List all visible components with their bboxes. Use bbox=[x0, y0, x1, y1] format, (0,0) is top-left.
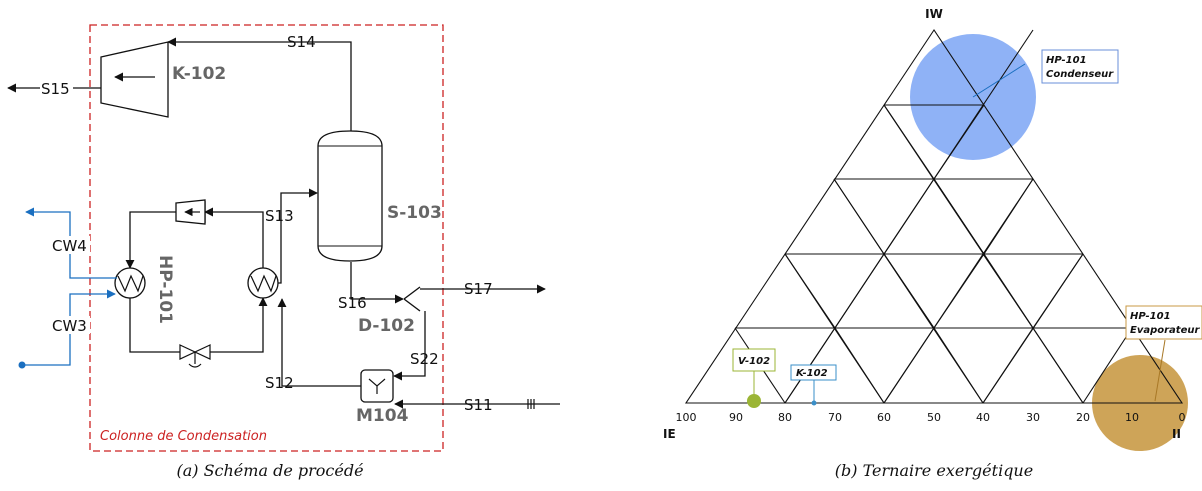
callout-box-v102 bbox=[732, 348, 776, 372]
tick-label: 20 bbox=[1076, 411, 1090, 424]
label-s16: S16 bbox=[338, 294, 367, 312]
cw3-source-dot bbox=[18, 361, 26, 369]
mixer-m104 bbox=[360, 369, 394, 403]
label-s15: S15 bbox=[41, 80, 70, 98]
label-s17: S17 bbox=[464, 280, 493, 298]
callout-condenseur-line1: HP-101 bbox=[1046, 55, 1087, 66]
compressor-k102 bbox=[100, 41, 169, 118]
column-s103 bbox=[317, 130, 383, 262]
label-s13: S13 bbox=[265, 207, 294, 225]
label-d102: D-102 bbox=[358, 316, 415, 336]
label-cw3: CW3 bbox=[52, 317, 87, 335]
corner-label-right: II bbox=[1172, 427, 1181, 441]
label-k102: K-102 bbox=[172, 64, 226, 84]
stream-s16 bbox=[350, 262, 404, 304]
callout-v102: V-102 bbox=[738, 356, 770, 367]
tick-label: 90 bbox=[729, 411, 743, 424]
process-diagram: Colonne de Condensation K-102 S14 S15 S-… bbox=[7, 24, 560, 480]
splitter-d102 bbox=[403, 286, 421, 312]
heat-pump-loop bbox=[125, 199, 268, 368]
label-s14: S14 bbox=[287, 33, 316, 51]
caption-a: (a) Schéma de procédé bbox=[176, 461, 363, 480]
tick-label: 30 bbox=[1026, 411, 1040, 424]
hx-evaporator bbox=[114, 267, 146, 299]
callout-box-condenseur bbox=[1041, 49, 1119, 84]
tick-label: 100 bbox=[676, 411, 697, 424]
tick-label: 50 bbox=[927, 411, 941, 424]
label-s22: S22 bbox=[410, 350, 439, 368]
callout-evaporateur-line2: Evaporateur bbox=[1130, 325, 1200, 336]
stream-s14 bbox=[167, 37, 352, 131]
label-s12: S12 bbox=[265, 374, 294, 392]
tick-label: 60 bbox=[877, 411, 891, 424]
ternary-diagonals bbox=[784, 104, 1084, 404]
callout-line-evaporateur bbox=[1154, 339, 1166, 402]
callout-box-evaporateur bbox=[1125, 305, 1202, 340]
caption-b: (b) Ternaire exergétique bbox=[835, 461, 1033, 480]
label-m104: M104 bbox=[356, 406, 409, 426]
callout-k102: K-102 bbox=[796, 368, 828, 379]
tick-label: 80 bbox=[778, 411, 792, 424]
stream-s12 bbox=[277, 298, 361, 387]
tick-label: 70 bbox=[828, 411, 842, 424]
feed-hatch-icon bbox=[527, 399, 535, 409]
zone-label: Colonne de Condensation bbox=[100, 429, 267, 444]
point-v102 bbox=[747, 394, 761, 408]
callout-line-condenseur bbox=[972, 63, 1026, 98]
stream-s22 bbox=[393, 311, 426, 381]
label-s11: S11 bbox=[464, 396, 493, 414]
label-hp101: HP-101 bbox=[155, 255, 175, 324]
bottom-axis-ticks: 100 90 80 70 60 50 40 30 20 10 0 bbox=[676, 411, 1186, 424]
ternary-diagram: HP-101 Condenseur HP-101 Evaporateur V-1… bbox=[663, 7, 1202, 480]
callout-evaporateur-line1: HP-101 bbox=[1130, 311, 1171, 322]
corner-label-left: IE bbox=[663, 427, 676, 441]
point-k102 bbox=[811, 400, 817, 406]
tick-label: 10 bbox=[1125, 411, 1139, 424]
hx-condenser bbox=[247, 267, 279, 299]
tick-label: 40 bbox=[976, 411, 990, 424]
corner-label-top: IW bbox=[925, 7, 943, 21]
callout-box-k102 bbox=[790, 364, 837, 381]
callout-condenseur-line2: Condenseur bbox=[1046, 69, 1114, 80]
label-s103: S-103 bbox=[387, 203, 442, 223]
tick-label: 0 bbox=[1179, 411, 1186, 424]
label-cw4: CW4 bbox=[52, 237, 87, 255]
